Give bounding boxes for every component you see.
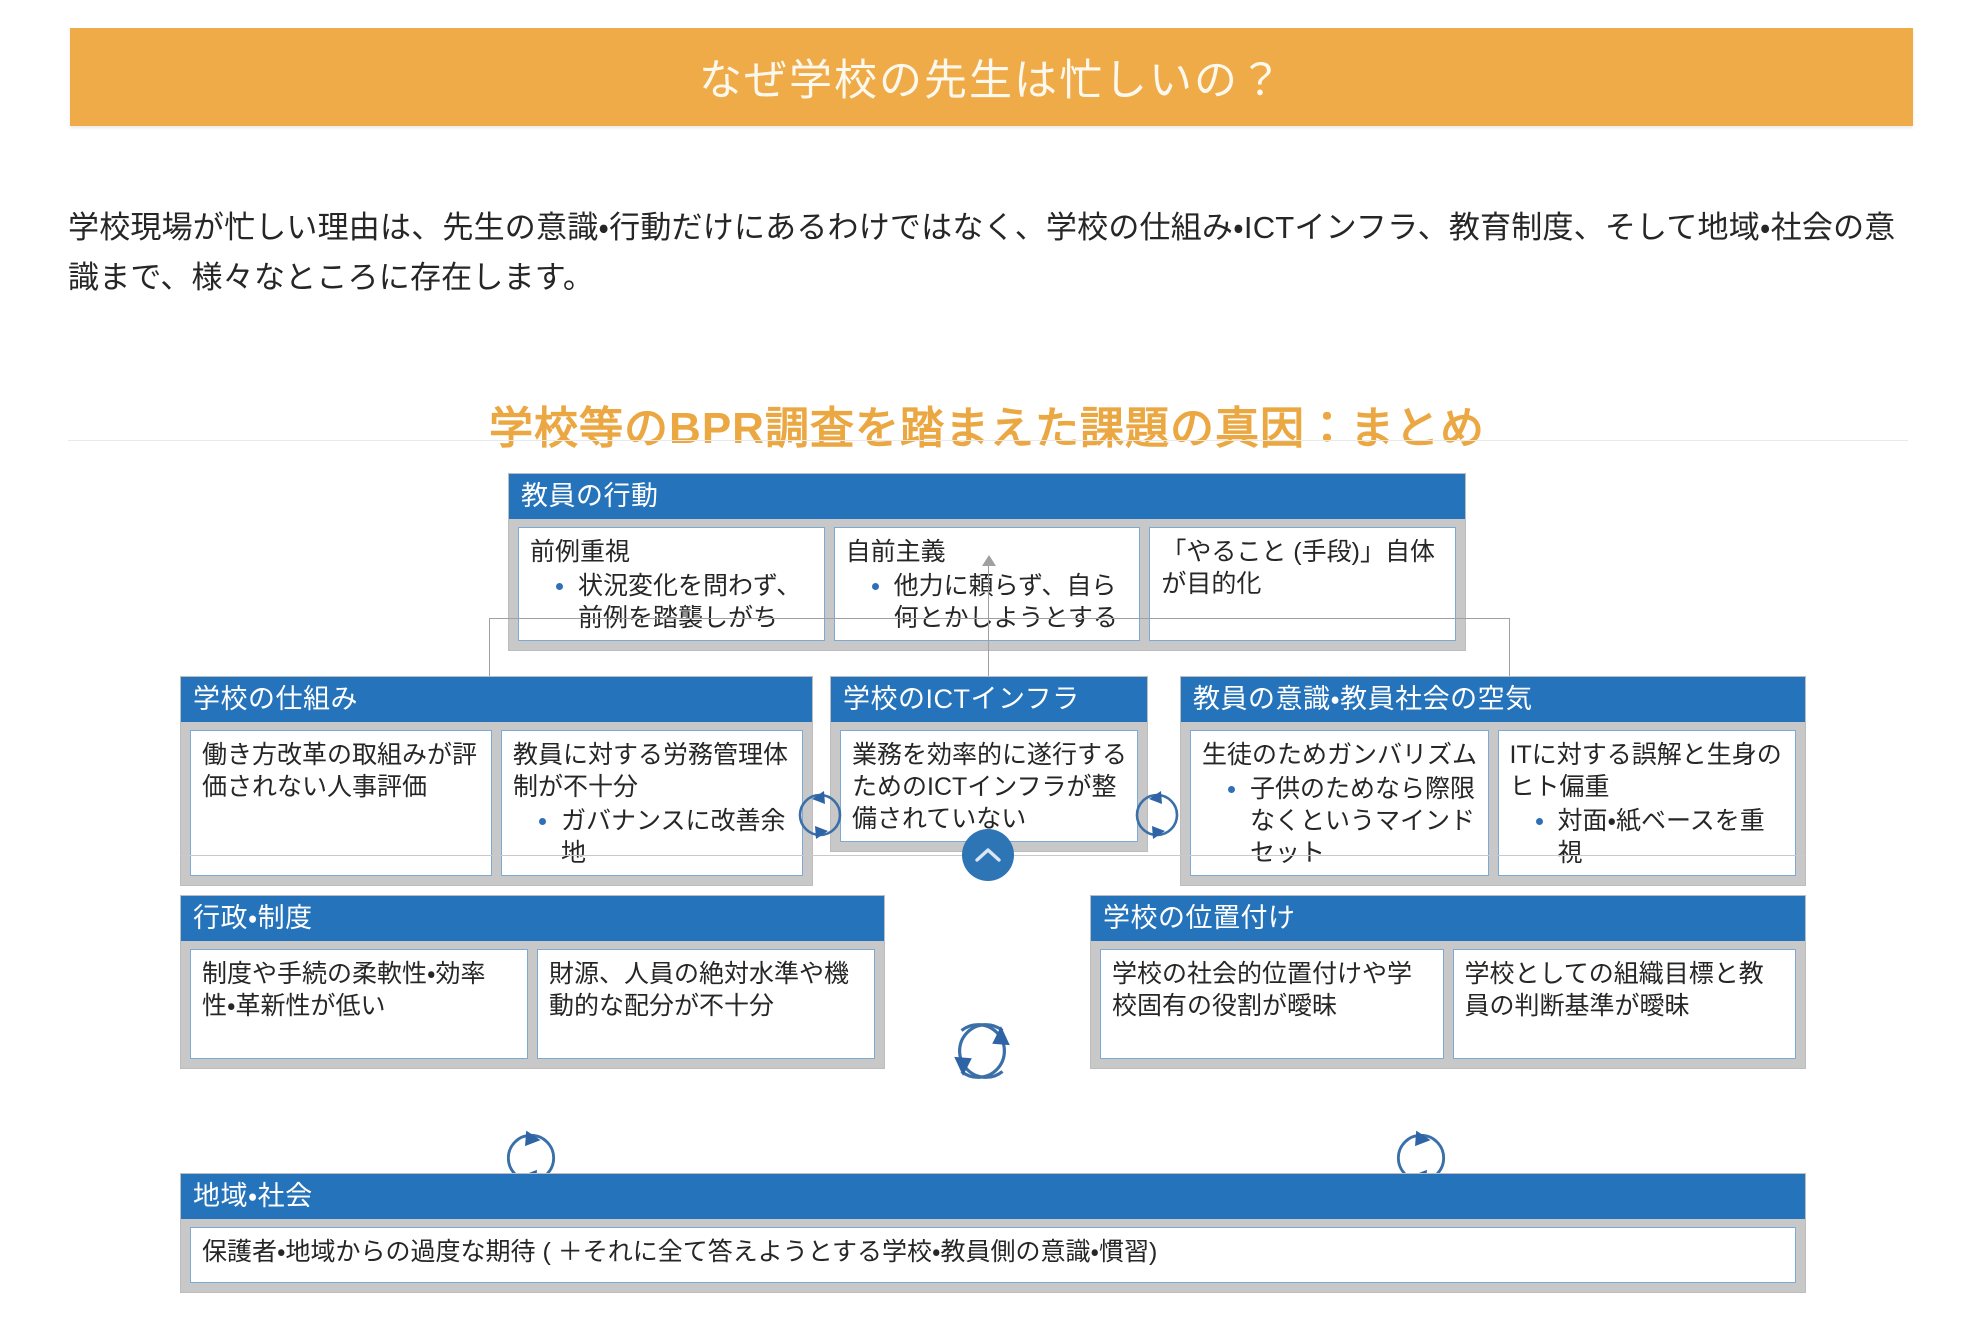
group-header-teacher-mindset: 教員の意識・教員社会の空気 <box>1181 677 1805 722</box>
card-means-as-goal[interactable]: 「やること (手段)」自体が目的化 <box>1149 527 1457 641</box>
group-teacher-mindset: 教員の意識・教員社会の空気 生徒のためガンバリズム 子供のためなら際限なくという… <box>1180 676 1806 886</box>
group-community-society: 地域・社会 保護者・地域からの過度な期待 ( ＋それに全て答えようとする学校・教… <box>180 1173 1806 1293</box>
group-school-system: 学校の仕組み 働き方改革の取組みが評価されない人事評価 教員に対する労務管理体制… <box>180 676 813 886</box>
group-body-school-system: 働き方改革の取組みが評価されない人事評価 教員に対する労務管理体制が不十分 ガバ… <box>181 722 812 885</box>
bullet-item: 他力に頼らず、自ら何とかしようとする <box>871 570 1131 634</box>
bullet-item: 子供のためなら際限なくというマインドセット <box>1228 773 1479 869</box>
group-body-school-positioning: 学校の社会的位置付けや学校固有の役割が曖昧 学校としての組織目標と教員の判断基準… <box>1091 941 1805 1068</box>
group-body-teacher-behavior: 前例重視 状況変化を問わず、前例を踏襲しがち 自前主義 他力に頼らず、自ら何とか… <box>509 519 1465 650</box>
section-heading: 学校等のBPR調査を踏まえた課題の真因：まとめ <box>489 403 1485 453</box>
group-header-administration: 行政・制度 <box>181 896 884 941</box>
card-title: 制度や手続の柔軟性・効率性・革新性が低い <box>202 960 486 1020</box>
group-header-community-society: 地域・社会 <box>181 1174 1805 1219</box>
card-funding-staffing[interactable]: 財源、人員の絶対水準や機動的な配分が不十分 <box>537 949 875 1059</box>
group-body-administration: 制度や手続の柔軟性・効率性・革新性が低い 財源、人員の絶対水準や機動的な配分が不… <box>181 941 884 1068</box>
card-title: 働き方改革の取組みが評価されない人事評価 <box>202 741 478 801</box>
card-title: 前例重視 <box>530 538 631 566</box>
card-bullets: 子供のためなら際限なくというマインドセット <box>1202 773 1479 869</box>
card-title: 生徒のためガンバリズム <box>1202 741 1478 769</box>
card-self-reliance[interactable]: 自前主義 他力に頼らず、自ら何とかしようとする <box>833 527 1141 641</box>
page-banner: なぜ学校の先生は忙しいの？ <box>70 28 1913 126</box>
bullet-item: ガバナンスに改善余地 <box>539 805 793 869</box>
card-bullets: ガバナンスに改善余地 <box>513 805 793 869</box>
group-header-school-ict: 学校のICTインフラ <box>831 677 1147 722</box>
card-title: 「やること (手段)」自体が目的化 <box>1161 538 1435 598</box>
chevron-up-icon <box>975 848 1001 862</box>
card-bullets: 状況変化を問わず、前例を踏襲しがち <box>530 570 815 634</box>
group-header-school-system: 学校の仕組み <box>181 677 812 722</box>
card-title: ITに対する誤解と生身のヒト偏重 <box>1509 741 1782 801</box>
card-title: 学校としての組織目標と教員の判断基準が曖昧 <box>1464 960 1764 1020</box>
chevron-up-badge[interactable] <box>962 829 1014 881</box>
arrow-up-icon <box>982 555 996 566</box>
page-title: なぜ学校の先生は忙しいの？ <box>699 57 1284 105</box>
card-title: 保護者・地域からの過度な期待 ( ＋それに全て答えようとする学校・教員側の意識・… <box>202 1238 1158 1266</box>
connector-horizontal-bracket <box>489 618 1509 619</box>
card-hr-eval[interactable]: 働き方改革の取組みが評価されない人事評価 <box>190 730 492 876</box>
bullet-item: 対面・紙ベースを重視 <box>1535 805 1787 869</box>
root-cause-diagram: 教員の行動 前例重視 状況変化を問わず、前例を踏襲しがち 自前主義 他力に頼らず… <box>0 455 1974 1335</box>
group-school-positioning: 学校の位置付け 学校の社会的位置付けや学校固有の役割が曖昧 学校としての組織目標… <box>1090 895 1806 1069</box>
card-social-role[interactable]: 学校の社会的位置付けや学校固有の役割が曖昧 <box>1100 949 1444 1059</box>
card-community-expectations[interactable]: 保護者・地域からの過度な期待 ( ＋それに全て答えようとする学校・教員側の意識・… <box>190 1227 1796 1283</box>
heading-divider <box>68 440 1908 441</box>
card-title: 学校の社会的位置付けや学校固有の役割が曖昧 <box>1112 960 1413 1020</box>
group-school-ict: 学校のICTインフラ 業務を効率的に遂行するためのICTインフラが整備されていな… <box>830 676 1148 852</box>
card-ganbarism[interactable]: 生徒のためガンバリズム 子供のためなら際限なくというマインドセット <box>1190 730 1489 876</box>
card-labor-management[interactable]: 教員に対する労務管理体制が不十分 ガバナンスに改善余地 <box>501 730 803 876</box>
card-title: 教員に対する労務管理体制が不十分 <box>513 741 789 801</box>
card-title: 財源、人員の絶対水準や機動的な配分が不十分 <box>549 960 850 1020</box>
card-precedent-focus[interactable]: 前例重視 状況変化を問わず、前例を踏襲しがち <box>518 527 825 641</box>
card-title: 自前主義 <box>845 538 946 566</box>
connector-center-riser <box>988 565 989 676</box>
group-header-teacher-behavior: 教員の行動 <box>509 474 1465 519</box>
connector-right-riser <box>1509 618 1510 676</box>
group-body-teacher-mindset: 生徒のためガンバリズム 子供のためなら際限なくというマインドセット ITに対する… <box>1181 722 1805 885</box>
card-org-goals[interactable]: 学校としての組織目標と教員の判断基準が曖昧 <box>1452 949 1796 1059</box>
group-body-community-society: 保護者・地域からの過度な期待 ( ＋それに全て答えようとする学校・教員側の意識・… <box>181 1219 1805 1292</box>
cycle-arrows-icon-right <box>1135 791 1179 839</box>
card-system-flexibility[interactable]: 制度や手続の柔軟性・効率性・革新性が低い <box>190 949 528 1059</box>
intro-paragraph: 学校現場が忙しい理由は、先生の意識・行動だけにあるわけではなく、学校の仕組み・I… <box>68 210 1896 296</box>
cycle-arrows-icon-center <box>954 1023 1010 1079</box>
card-ict-infrastructure[interactable]: 業務を効率的に遂行するためのICTインフラが整備されていない <box>840 730 1138 842</box>
card-it-misunderstanding[interactable]: ITに対する誤解と生身のヒト偏重 対面・紙ベースを重視 <box>1497 730 1796 876</box>
cycle-arrows-icon-left <box>798 791 842 839</box>
group-body-school-ict: 業務を効率的に遂行するためのICTインフラが整備されていない <box>831 722 1147 851</box>
bullet-item: 状況変化を問わず、前例を踏襲しがち <box>556 570 815 634</box>
card-bullets: 対面・紙ベースを重視 <box>1510 805 1787 869</box>
group-administration: 行政・制度 制度や手続の柔軟性・効率性・革新性が低い 財源、人員の絶対水準や機動… <box>180 895 885 1069</box>
connector-left-riser <box>489 618 490 676</box>
card-title: 業務を効率的に遂行するためのICTインフラが整備されていない <box>852 741 1128 833</box>
row-divider-left <box>180 855 970 856</box>
group-header-school-positioning: 学校の位置付け <box>1091 896 1805 941</box>
group-teacher-behavior: 教員の行動 前例重視 状況変化を問わず、前例を踏襲しがち 自前主義 他力に頼らず… <box>508 473 1466 651</box>
row-divider-right <box>1010 855 1806 856</box>
